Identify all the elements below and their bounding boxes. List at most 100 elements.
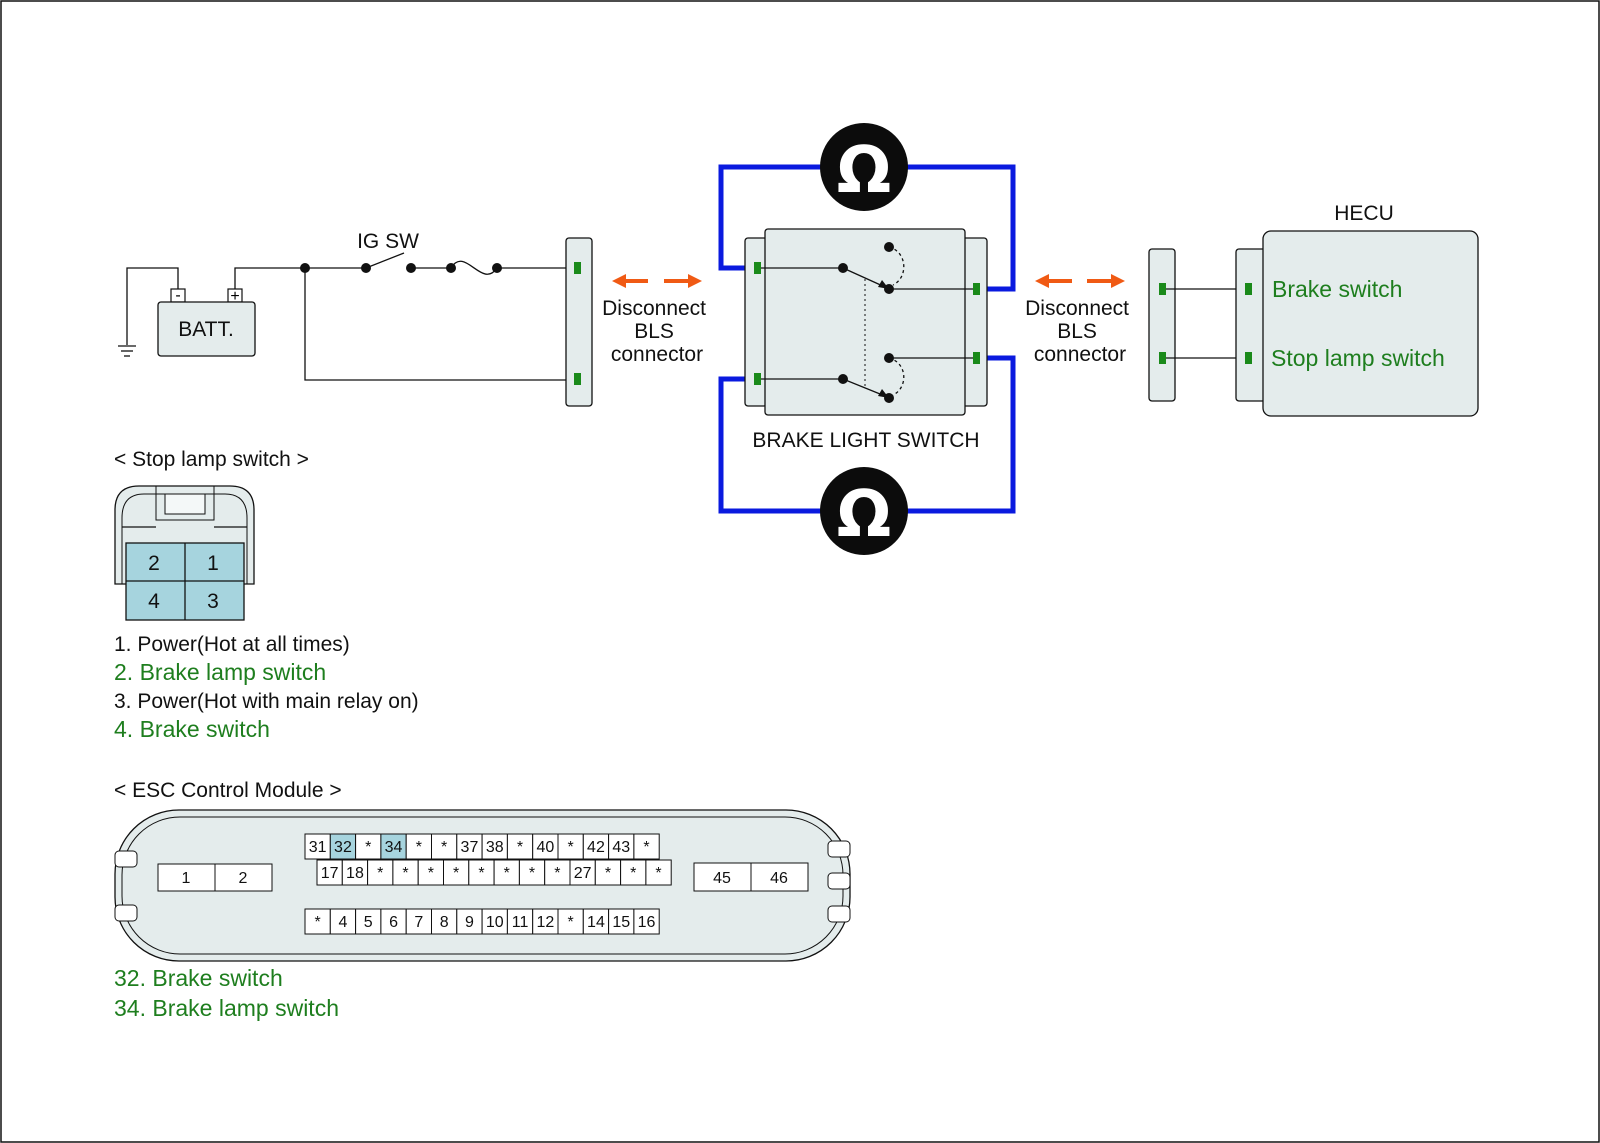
pin-cell — [380, 833, 407, 860]
pin-cell — [645, 859, 672, 886]
pin-cell — [304, 833, 331, 860]
pin-cell — [341, 859, 369, 886]
pin-label: 4 — [148, 590, 160, 613]
pin-label: * — [643, 839, 649, 856]
pin-cell — [608, 833, 635, 860]
battery-plus-sign: + — [230, 288, 239, 305]
pin-label: 38 — [486, 839, 504, 856]
pin-label: * — [568, 914, 574, 931]
pin-label: 4 — [338, 914, 347, 931]
hecu-pin-brake-switch: Brake switch — [1272, 276, 1402, 302]
pin-cell — [608, 908, 635, 935]
pin-cell — [633, 833, 660, 860]
ohmmeter-bottom[interactable]: Ω — [820, 467, 908, 555]
stop-lamp-legend-2: 2. Brake lamp switch — [114, 659, 326, 685]
terminal — [574, 262, 581, 274]
pin-label: 15 — [612, 914, 630, 931]
pin-label: * — [416, 839, 422, 856]
stop-lamp-connector-title: < Stop lamp switch > — [114, 448, 309, 471]
terminal — [1245, 283, 1252, 295]
pin-label: 18 — [346, 865, 364, 882]
pin-cell — [405, 908, 433, 935]
pin-label: 1 — [207, 552, 219, 575]
meter-lead-top — [906, 164, 1016, 292]
pin-label: * — [568, 839, 574, 856]
pin-label: * — [630, 865, 636, 882]
battery-minus-sign: - — [175, 287, 180, 304]
pin-cell — [481, 833, 508, 860]
pin-label: 40 — [536, 839, 554, 856]
hecu-body — [1262, 230, 1479, 417]
terminal — [754, 262, 761, 274]
meter-lead-bottom — [718, 376, 822, 514]
pin-cell — [443, 859, 470, 886]
brake-light-switch-body — [764, 228, 966, 416]
hecu-title: HECU — [1334, 202, 1394, 225]
hecu: HECU Brake switch Stop lamp switch — [1235, 202, 1479, 417]
disconnect-label-left: Disconnect BLS connector — [602, 297, 712, 366]
bls-harness-connector-right[interactable] — [1148, 248, 1176, 402]
battery-section: - + BATT. IG SW — [118, 230, 574, 381]
brake-light-switch: BRAKE LIGHT SWITCH — [718, 164, 1016, 514]
pin-label: * — [402, 865, 408, 882]
pin-label: 43 — [612, 839, 630, 856]
pin-label: * — [655, 865, 661, 882]
pin-cell — [569, 859, 596, 886]
pin-label: 46 — [770, 870, 788, 887]
pin-label: 14 — [587, 914, 605, 931]
pin-label: 42 — [587, 839, 605, 856]
pin-cell — [481, 908, 508, 935]
ig-switch-label: IG SW — [357, 230, 419, 253]
pin-label: 45 — [713, 870, 731, 887]
esc-right-pins: 45 46 — [693, 862, 809, 892]
connector-latch — [164, 493, 206, 515]
pin-label: 7 — [414, 914, 423, 931]
pin-cell — [329, 908, 357, 935]
fuse-icon — [446, 260, 502, 275]
pin-cell — [380, 908, 407, 935]
pin-cell — [355, 908, 382, 935]
pin-label: 2 — [239, 870, 248, 887]
pin-label: 12 — [536, 914, 554, 931]
ohmmeter-top[interactable]: Ω — [820, 123, 908, 211]
pin-label: 5 — [364, 914, 373, 931]
ohm-icon: Ω — [837, 478, 891, 552]
stop-lamp-legend-3: 3. Power(Hot with main relay on) — [114, 690, 419, 713]
pin-cell — [633, 908, 660, 935]
disconnect-label-right: Disconnect BLS connector — [1025, 297, 1135, 366]
pin-cell — [518, 859, 546, 886]
stop-lamp-connector: 2 1 4 3 — [114, 485, 255, 621]
ohm-icon: Ω — [837, 134, 891, 208]
ground-icon — [118, 267, 179, 357]
pin-cell — [431, 833, 458, 860]
pin-label: 3 — [207, 590, 219, 613]
pin-label: * — [605, 865, 611, 882]
esc-legend-34: 34. Brake lamp switch — [114, 995, 339, 1021]
pin-label: * — [554, 865, 560, 882]
esc-legend-32: 32. Brake switch — [114, 965, 283, 991]
meter-lead-bottom — [906, 355, 1016, 514]
pin-label: 17 — [321, 865, 339, 882]
battery — [157, 301, 256, 357]
bls-harness-connector-left[interactable] — [565, 237, 593, 407]
pin-label: 10 — [486, 914, 504, 931]
brake-light-switch-label: BRAKE LIGHT SWITCH — [752, 429, 979, 452]
disconnect-arrows-right — [1035, 274, 1125, 288]
pin-label: 34 — [385, 839, 403, 856]
terminal — [973, 283, 980, 295]
pin-label: * — [478, 865, 484, 882]
pin-label: * — [504, 865, 510, 882]
pin-label: * — [377, 865, 383, 882]
pin-label: 2 — [148, 552, 160, 575]
pin-label: 31 — [309, 839, 327, 856]
terminal — [1245, 352, 1252, 364]
terminal — [1159, 283, 1166, 295]
battery-label: BATT. — [178, 318, 234, 341]
ig-switch-blade — [365, 252, 405, 269]
pin-label: 32 — [334, 839, 352, 856]
